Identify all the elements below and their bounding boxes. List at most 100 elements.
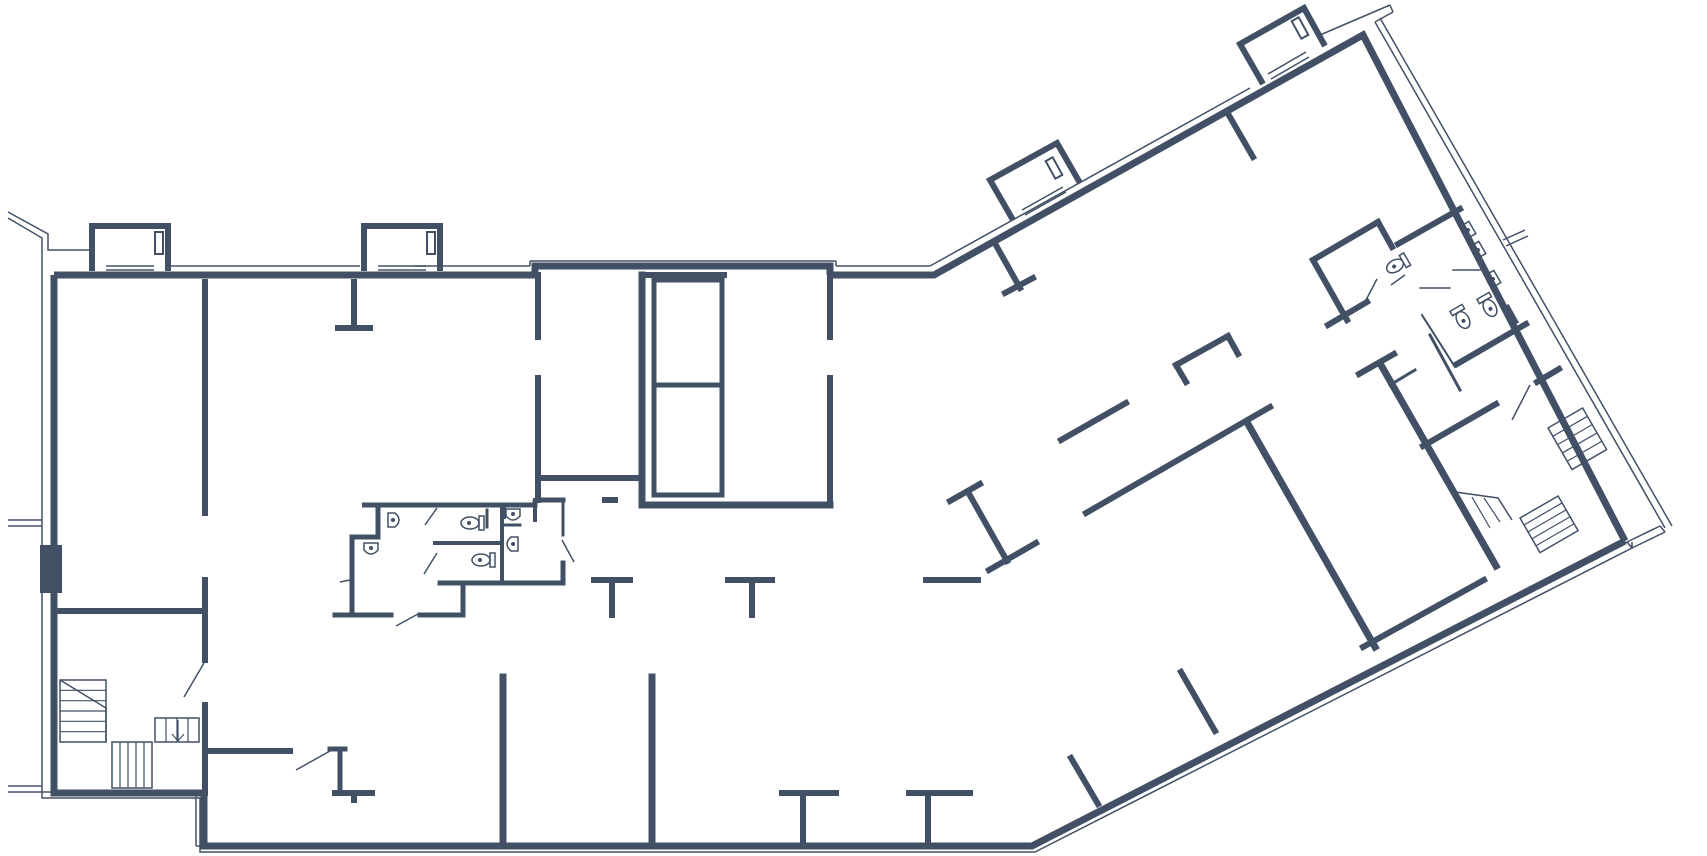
stair-icon: [59, 679, 107, 743]
wall-diag-g: [1066, 753, 1103, 809]
right-stair-wall-c: [1418, 399, 1501, 451]
door-swing-icon: [1511, 384, 1531, 421]
right-wc-stub: [1505, 303, 1520, 325]
right-wc-bottom: [1452, 319, 1531, 369]
stair-step: [1566, 440, 1603, 462]
right-wc-top-2: [1373, 217, 1397, 252]
outer-thin-lines: [7, 4, 1673, 853]
toilet-seat-dot: [1461, 318, 1466, 323]
door-swing-icon: [339, 579, 351, 583]
stair-outline: [1518, 494, 1580, 554]
stair-step: [1562, 432, 1598, 454]
toilet-icon: [471, 552, 496, 568]
stair-icon: [59, 679, 107, 742]
outer-line-corner-2: [1659, 525, 1666, 533]
stair-outline: [1546, 406, 1608, 471]
walls: [40, 3, 1629, 850]
wall-diag-bottom-seg: [1358, 575, 1489, 652]
outer-line-corner-5: [1626, 541, 1633, 549]
toilet-seat-dot: [1488, 306, 1493, 311]
toilet-icon: [1448, 303, 1471, 330]
door-swing-icon: [424, 507, 438, 526]
sink-icon: [1471, 240, 1487, 258]
stair-arrow: [171, 733, 185, 742]
bay-window-1: [89, 223, 171, 271]
exterior-wall-top-center: [531, 262, 834, 275]
stair-step: [1471, 496, 1491, 529]
outer-top-right-cap: [1319, 4, 1391, 36]
door-swing-icon: [395, 613, 419, 627]
wall-diag-c: [1056, 398, 1131, 445]
stair-icon: [1546, 406, 1608, 471]
window-icon: [1044, 155, 1064, 181]
stair-step: [1527, 509, 1567, 533]
sink-drain: [511, 512, 515, 516]
outer-top-right-cap2: [1389, 4, 1394, 13]
toilet-icon: [1385, 251, 1412, 274]
wall-diag-col: [963, 487, 1012, 566]
sink-basin: [1471, 240, 1487, 258]
sink-basin: [387, 512, 400, 528]
wall-diag-long: [1243, 419, 1380, 652]
door-swing-icon: [183, 662, 205, 698]
stair-step: [1483, 497, 1501, 523]
right-stair-wall-d: [1532, 364, 1564, 387]
wall-diag-d3: [1171, 360, 1191, 387]
sink-icon: [363, 542, 379, 555]
toilet-tank: [1398, 251, 1412, 269]
wall-diag-col-cap-2: [984, 538, 1041, 575]
stair-step: [1552, 415, 1588, 437]
bay-window-4: [1235, 3, 1328, 86]
stair-step: [1459, 499, 1481, 536]
right-wc-inner-2: [1420, 313, 1457, 369]
bay-window-3: [985, 138, 1083, 222]
door-swing-icon: [1390, 274, 1406, 286]
sink-basin: [1461, 220, 1477, 238]
window-icon: [426, 231, 436, 255]
wall-diag-d: [1171, 331, 1233, 370]
stair-icon: [1454, 491, 1513, 521]
toilet-seat-dot: [1392, 264, 1397, 269]
sink-drain: [369, 546, 373, 550]
sink-drain: [391, 518, 395, 522]
sink-icon: [387, 512, 400, 528]
left-column: [40, 545, 62, 593]
sink-basin: [505, 508, 521, 521]
outer-diagonal-top: [929, 87, 1251, 267]
toilet-seat-dot: [467, 521, 471, 525]
toilet-tank: [1448, 303, 1466, 317]
stairs: [59, 406, 1608, 789]
toilet-tank: [489, 552, 496, 568]
outer-line-corner-3: [1631, 531, 1666, 549]
sink-drain: [1466, 228, 1470, 232]
wall-diag-b: [1222, 107, 1258, 162]
column-small: [602, 497, 618, 503]
door-swing-icon: [1365, 278, 1378, 301]
stair-outline: [111, 741, 153, 789]
outer-line-bottom: [7, 217, 1633, 853]
sink-drain: [1476, 248, 1480, 252]
toilet-tank: [478, 515, 485, 531]
right-wc-inner: [1427, 332, 1463, 393]
bay-window-2: [361, 223, 443, 271]
window-icon: [1024, 191, 1067, 216]
door-swing-icon: [561, 539, 575, 563]
wall-diag-f: [1176, 667, 1220, 736]
window-icon: [1270, 56, 1310, 80]
sink-drain: [511, 542, 515, 546]
sink-icon: [1461, 220, 1477, 238]
window-icon: [154, 231, 164, 255]
outer-right-cap: [1374, 11, 1394, 23]
toilet-icon: [1475, 291, 1498, 318]
window-icon: [1290, 15, 1310, 41]
sink-icon: [505, 508, 521, 521]
exterior-wall-bottom: [50, 275, 1627, 850]
wall-diag-d2: [1223, 331, 1243, 359]
stair-icon: [154, 717, 200, 743]
restroom-top-wall: [362, 500, 538, 508]
toilet-seat-dot: [478, 558, 482, 562]
sink-icon: [1486, 269, 1502, 287]
stair-step: [1531, 516, 1571, 540]
